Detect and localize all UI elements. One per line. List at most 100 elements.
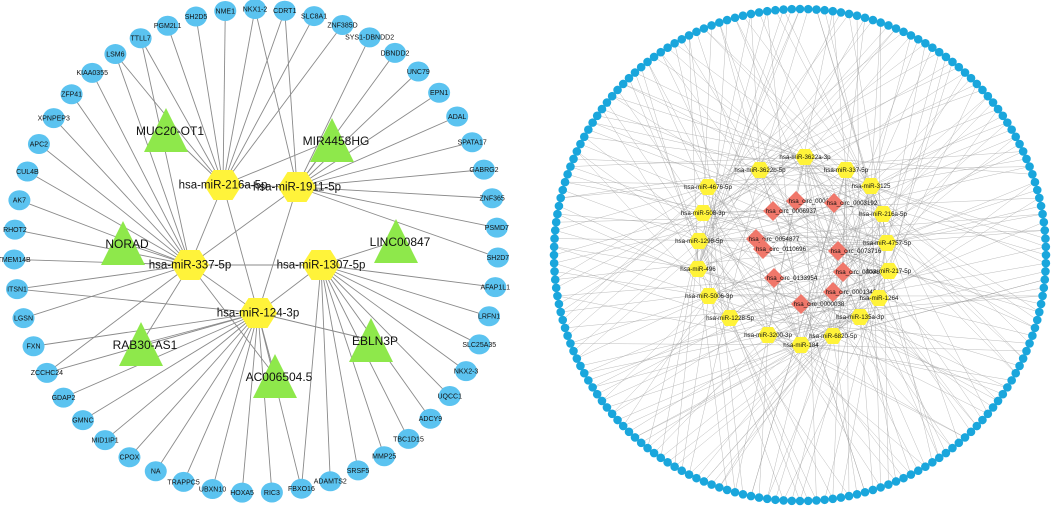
edge	[555, 186, 709, 231]
edge	[104, 312, 259, 441]
gene-label: NKX1-2	[243, 6, 268, 13]
outer-gene-node	[624, 73, 634, 83]
edge	[886, 230, 1045, 244]
gene-label: FXN	[27, 344, 41, 351]
left-network-nodes: SYS1-DBNDD2DBNDD2UNC79EPN1ADALSPATA17GAB…	[0, 0, 510, 503]
edge	[556, 156, 806, 288]
gene-label: RIC3	[264, 490, 280, 497]
edge	[554, 246, 834, 337]
edge	[832, 11, 847, 171]
edge	[623, 83, 884, 215]
edge	[791, 335, 834, 501]
mirna-node-hsa-mir-217-5p: hsa-miR-217-5p	[867, 263, 912, 279]
outer-gene-node	[549, 242, 559, 252]
outer-gene-node	[684, 470, 694, 479]
gene-node-circle	[244, 0, 267, 19]
gene-node-circle	[397, 428, 420, 449]
outer-gene-node	[572, 354, 582, 363]
mirna-hexagon	[879, 263, 899, 279]
outer-gene-node	[1011, 132, 1021, 142]
edge	[553, 212, 704, 256]
mirna-hexagon	[873, 206, 893, 222]
mirna-hexagon	[795, 149, 815, 165]
circrna-label: hsa_circ_0003812	[789, 198, 840, 205]
outer-gene-node	[852, 11, 862, 21]
gene-node-circle	[484, 277, 507, 298]
mirna-hexagon	[861, 178, 881, 194]
edge	[840, 242, 888, 498]
edge	[886, 242, 1016, 374]
edge	[702, 13, 850, 214]
gene-label: LGSN	[14, 316, 33, 323]
outer-gene-node	[556, 307, 566, 317]
edge	[556, 213, 884, 223]
edge	[800, 270, 890, 305]
lncrna-label: EBLN3P	[352, 334, 398, 348]
outer-gene-node	[899, 473, 908, 483]
edge	[859, 316, 994, 408]
edge	[588, 129, 888, 244]
edge	[560, 212, 704, 313]
edge	[697, 9, 784, 270]
outer-gene-node	[576, 139, 585, 149]
edge	[773, 213, 884, 279]
edge	[758, 12, 880, 299]
outer-gene-node	[1038, 209, 1047, 219]
outer-gene-node	[566, 339, 575, 348]
edge	[674, 43, 847, 171]
edge	[622, 295, 710, 427]
edge	[241, 312, 259, 493]
outer-gene-node	[613, 415, 622, 425]
gene-node-circle	[27, 134, 50, 155]
mirna-hexagon	[204, 170, 242, 200]
gene-node-ak7: AK7	[8, 190, 31, 211]
edge	[257, 312, 273, 493]
gene-node-nme1: NME1	[214, 0, 237, 21]
edge	[707, 186, 953, 449]
mirna-node-hsa-mir-1911-5p: hsa-miR-1911-5p	[253, 172, 341, 202]
outer-gene-node	[1028, 170, 1037, 179]
edge	[845, 169, 1016, 374]
gene-label: NA	[151, 469, 161, 476]
outer-gene-node	[722, 485, 732, 495]
edge	[592, 122, 888, 244]
edge	[708, 291, 834, 297]
mirna-hexagon	[171, 250, 209, 280]
edge	[702, 212, 802, 305]
gene-label: ADAL	[448, 114, 466, 121]
outer-gene-node	[663, 43, 672, 52]
lncrna-label: RAB30-AS1	[113, 338, 178, 352]
lncrna-node-norad: NORAD	[101, 221, 149, 265]
edge	[570, 343, 802, 346]
outer-gene-node	[795, 496, 805, 506]
gene-node-dbndd2: DBNDD2	[381, 42, 410, 63]
outer-gene-node	[572, 147, 582, 156]
outer-gene-node	[1041, 242, 1051, 252]
outer-gene-node	[906, 31, 916, 40]
mirna-label: hsa-miR-337-5p	[149, 260, 231, 272]
lncrna-label: MIR4458HG	[303, 134, 370, 148]
edge	[23, 264, 191, 319]
edge	[623, 83, 872, 187]
mirna-label: hsa-miR-337-5p	[824, 167, 869, 174]
gene-node-circle	[319, 471, 342, 492]
gene-node-lgsn: LGSN	[12, 308, 35, 329]
gene-label: ZNF385D	[327, 22, 357, 29]
mirna-hexagon	[698, 179, 718, 195]
gene-node-zfp41: ZFP41	[60, 84, 83, 105]
circrna-label: hsa_circ_0073716	[831, 248, 882, 255]
outer-gene-node	[921, 39, 930, 48]
mirna-label: hsa-miR-496	[680, 266, 716, 273]
edge	[606, 344, 802, 408]
mirna-hexagon	[850, 309, 870, 325]
edge	[696, 242, 888, 479]
edge	[755, 185, 872, 240]
gene-node-pgm2l1: PGM2L1	[154, 15, 182, 36]
gene-node-mid1ip1: MID1IP1	[91, 430, 119, 451]
mirna-node-hsa-mir-496: hsa-miR-496	[680, 261, 716, 277]
outer-gene-node	[558, 315, 568, 325]
outer-gene-node	[960, 433, 970, 442]
edge	[804, 156, 940, 458]
lncrna-node-mir4458hg: MIR4458HG	[303, 118, 370, 162]
edge	[870, 158, 1027, 187]
